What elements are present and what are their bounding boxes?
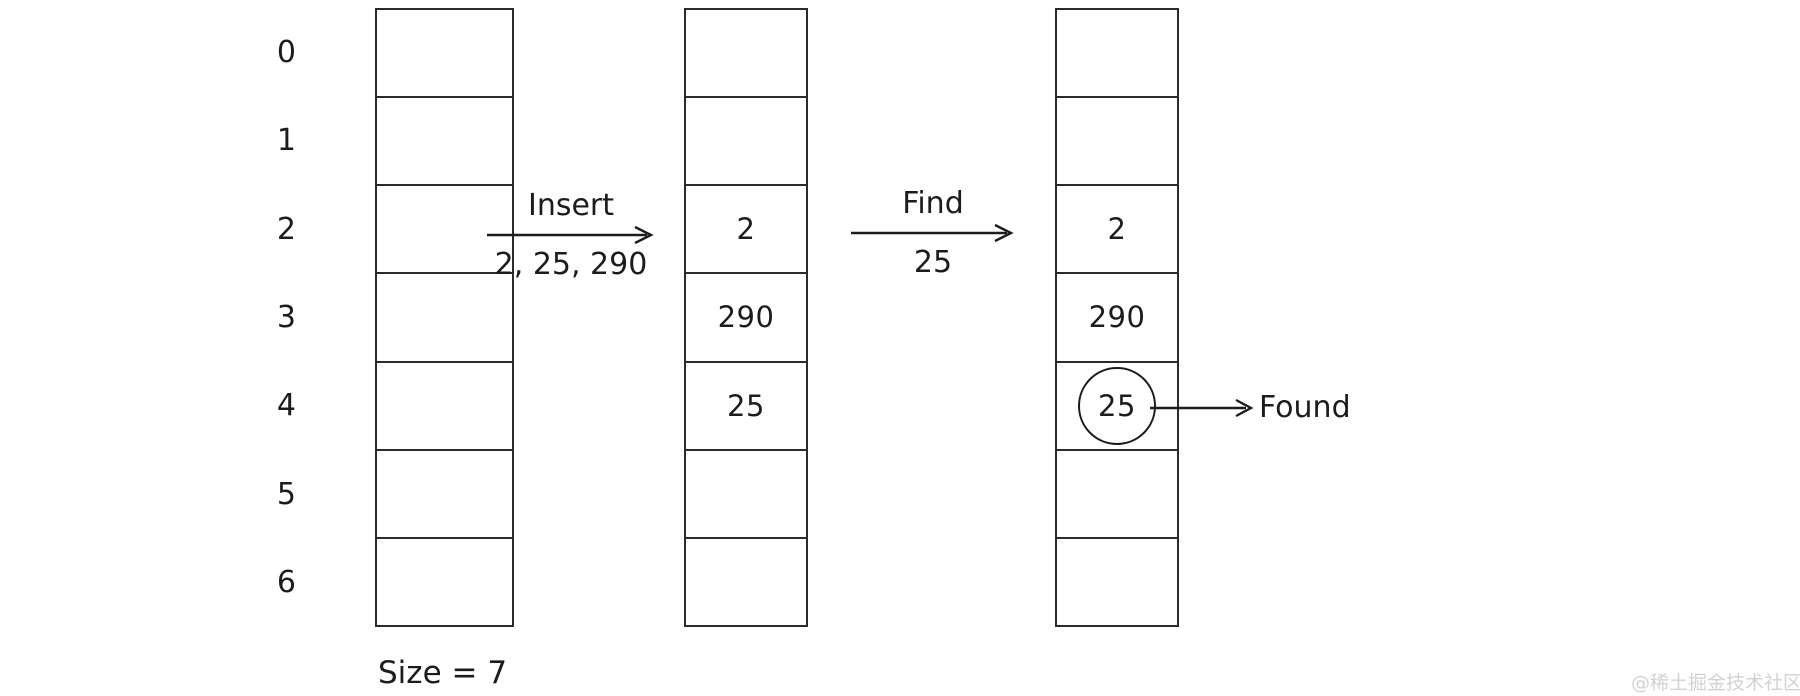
find-arrow: Find 25	[851, 186, 1015, 281]
table-row	[377, 10, 512, 99]
table-row	[1057, 10, 1177, 99]
table-row	[377, 363, 512, 451]
found-annotation: Found	[1150, 390, 1351, 425]
index-label-column: 0 1 2 3 4 5 6	[256, 8, 296, 627]
table-row	[1057, 98, 1177, 187]
table-row	[686, 10, 806, 99]
index-label-0: 0	[276, 34, 296, 70]
index-label-1: 1	[276, 123, 296, 159]
arrow-right-icon	[851, 224, 1014, 243]
table-row: 25	[686, 363, 806, 451]
size-caption: Size = 7	[378, 655, 508, 691]
table-row: 2	[1057, 186, 1177, 275]
table-row	[1057, 451, 1177, 539]
table-row	[686, 98, 806, 187]
table-row	[377, 98, 512, 187]
table-row	[377, 539, 512, 625]
highlighted-value: 25	[1098, 388, 1136, 423]
insert-arrow-label-below: 2, 25, 290	[494, 247, 648, 283]
table-row: 290	[1057, 274, 1177, 363]
arrow-right-icon	[487, 226, 654, 245]
arrow-right-icon	[1150, 398, 1254, 417]
find-arrow-label-below: 25	[913, 245, 953, 281]
index-label-3: 3	[276, 299, 296, 335]
insert-arrow-label-above: Insert	[527, 188, 615, 223]
index-label-2: 2	[276, 211, 296, 247]
find-arrow-label-above: Find	[902, 186, 964, 221]
after-insert-table: 2 290 25	[684, 8, 808, 627]
table-row	[686, 451, 806, 539]
table-row: 290	[686, 274, 806, 363]
found-label: Found	[1259, 390, 1351, 425]
find-arrow-line	[851, 223, 1015, 243]
after-find-table: 2 290 25	[1055, 8, 1179, 627]
table-row: 2	[686, 186, 806, 275]
table-row	[686, 539, 806, 625]
table-row	[377, 274, 512, 363]
index-label-6: 6	[276, 565, 296, 601]
initial-table	[375, 8, 514, 627]
index-label-5: 5	[276, 476, 296, 512]
table-row	[377, 186, 512, 275]
insert-arrow-line	[487, 225, 655, 245]
insert-arrow: Insert 2, 25, 290	[487, 188, 655, 283]
index-label-4: 4	[276, 388, 296, 424]
watermark: @稀土掘金技术社区	[1631, 672, 1800, 694]
table-row	[377, 451, 512, 539]
table-row	[1057, 539, 1177, 625]
